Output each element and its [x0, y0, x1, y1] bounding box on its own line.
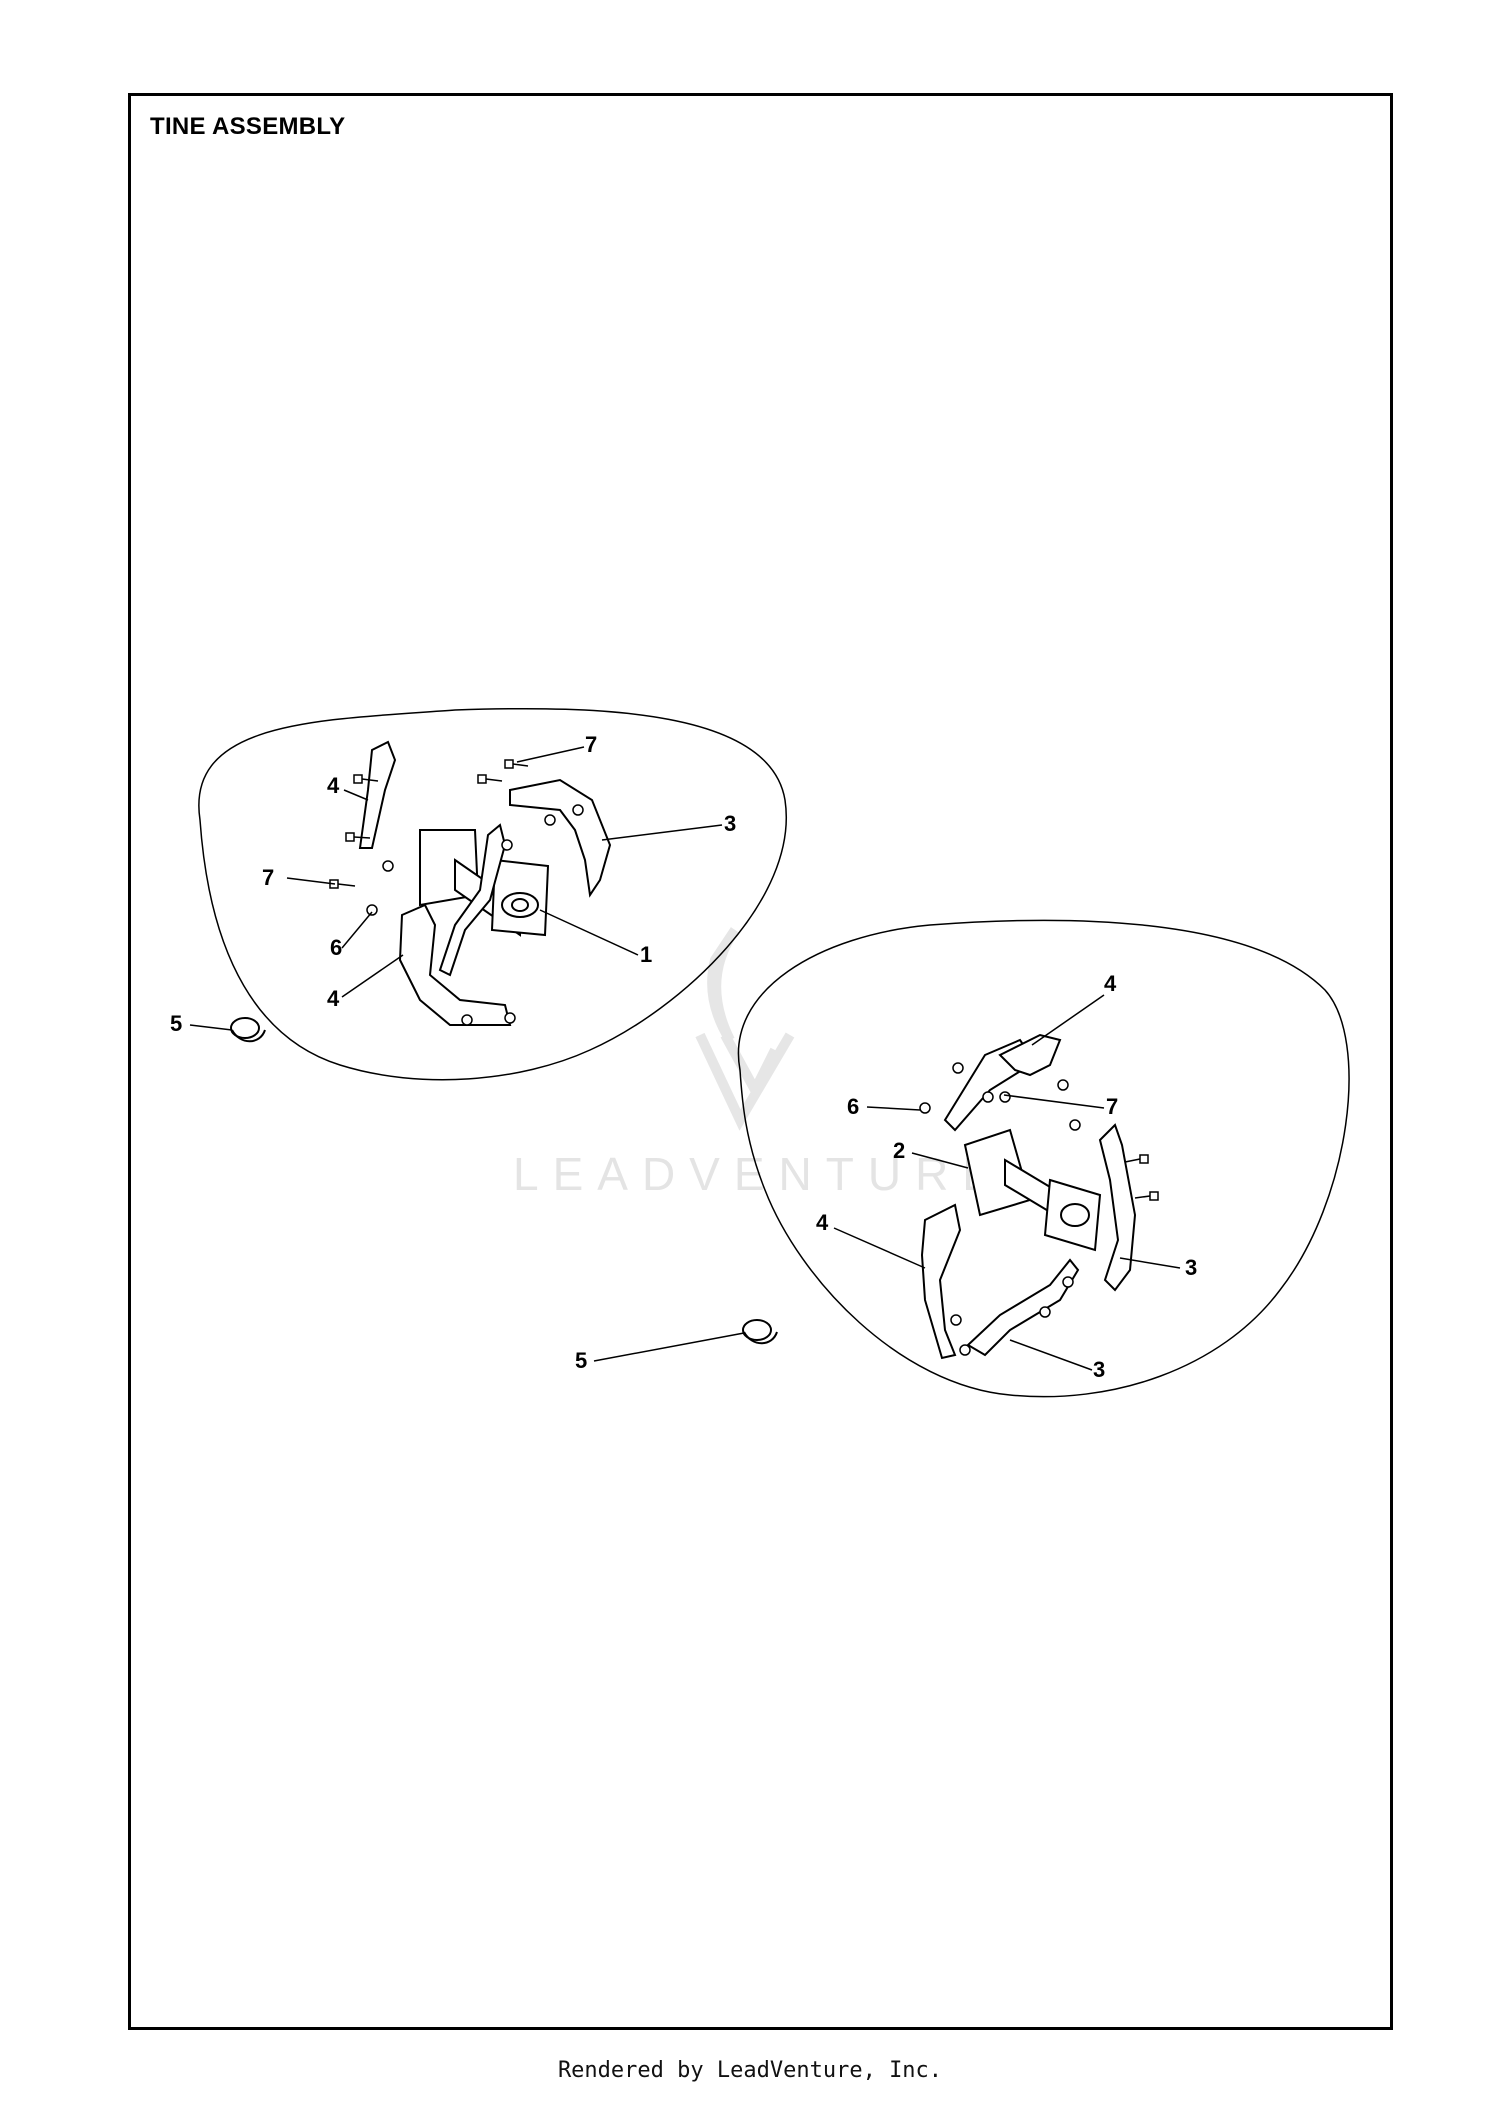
left-tine-upper-left — [358, 740, 397, 849]
right-tine-shaft — [963, 1128, 1102, 1252]
right-tine-lower-center — [966, 1258, 1080, 1357]
callout-3: 3 — [1093, 1357, 1105, 1382]
callout-leaders — [189, 746, 1181, 1371]
right-tine-lower-right — [1098, 1123, 1137, 1292]
callout-7: 7 — [585, 732, 597, 757]
left-tine-lower-left — [398, 903, 512, 1026]
right-tine-group-outline — [737, 919, 1350, 1398]
right-hairpin-clip — [742, 1319, 778, 1345]
callout-4: 4 — [327, 773, 340, 798]
callout-1: 1 — [640, 942, 652, 967]
callout-6: 6 — [847, 1094, 859, 1119]
callout-labels: 4 7 6 4 1 3 7 5 4 7 6 2 4 3 3 5 — [170, 732, 1197, 1382]
callout-2: 2 — [893, 1138, 905, 1163]
callout-3: 3 — [724, 811, 736, 836]
left-tine-lower-right — [438, 823, 507, 977]
callout-4: 4 — [816, 1210, 829, 1235]
callout-5: 5 — [170, 1011, 182, 1036]
callout-3: 3 — [1185, 1255, 1197, 1280]
left-tine-upper-right — [509, 778, 612, 898]
callout-4: 4 — [327, 986, 340, 1011]
left-tine-shaft — [419, 829, 550, 937]
left-hardware — [329, 759, 584, 1026]
diagram-frame — [128, 93, 1393, 2030]
callout-7: 7 — [1106, 1094, 1118, 1119]
left-tine-group-outline — [198, 707, 788, 1081]
watermark-text: LEADVENTURE — [513, 1148, 1007, 1200]
watermark-logo — [695, 927, 795, 1131]
diagram-title: TINE ASSEMBLY — [150, 113, 346, 140]
left-hairpin-clip — [230, 1017, 266, 1043]
callout-5: 5 — [575, 1348, 587, 1373]
right-tine-upper-right — [998, 1033, 1062, 1077]
right-hardware — [919, 1062, 1159, 1356]
callout-7: 7 — [262, 865, 274, 890]
right-tine-lower-left — [920, 1203, 962, 1360]
callout-4: 4 — [1104, 971, 1117, 996]
callout-6: 6 — [330, 935, 342, 960]
footer-credit: Rendered by LeadVenture, Inc. — [557, 2058, 943, 2083]
